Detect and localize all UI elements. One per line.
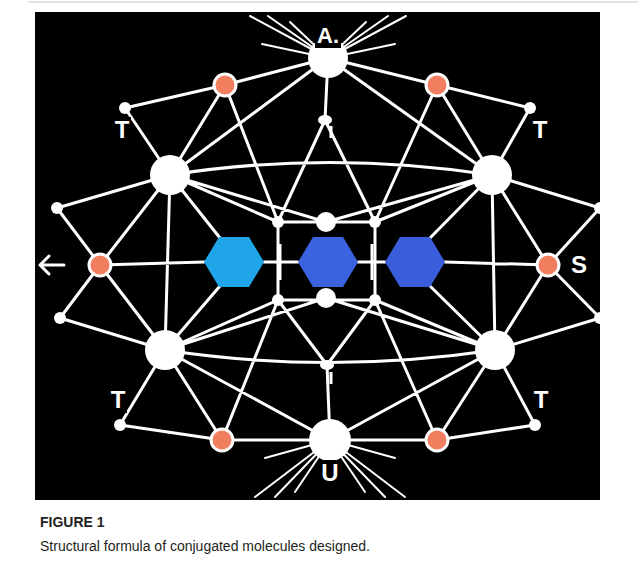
atom-label: A. <box>315 24 341 48</box>
dark-panel <box>35 12 600 500</box>
atom-small <box>369 294 381 306</box>
atom-small <box>51 202 63 214</box>
figure-caption: Structural formula of conjugated molecul… <box>40 539 370 553</box>
atom-large <box>475 330 515 370</box>
atom-small <box>594 312 606 324</box>
atom-small <box>369 216 381 228</box>
atom-small <box>320 360 334 370</box>
atom-small <box>54 312 66 324</box>
arrow-symbol <box>40 256 64 274</box>
atom-large <box>145 330 185 370</box>
atom-label: T <box>113 117 132 143</box>
atom-label: T <box>109 387 128 413</box>
atom-small <box>529 419 541 431</box>
atom-large <box>309 419 351 461</box>
atom-label: T <box>532 387 551 413</box>
atom-small <box>272 294 284 306</box>
atom-label: S <box>569 252 589 278</box>
atom-small <box>119 102 131 114</box>
atom-medium <box>316 288 336 308</box>
atom-red <box>214 74 236 96</box>
atom-small <box>524 102 536 114</box>
atom-label: T <box>531 117 550 143</box>
ring-hexagon <box>385 237 445 287</box>
ring-hexagon <box>298 237 358 287</box>
figure-number: FIGURE 1 <box>40 515 105 529</box>
frame-rule <box>28 2 638 3</box>
ring-hexagon <box>204 237 264 287</box>
atom-red <box>89 254 111 276</box>
atom-red <box>537 254 559 276</box>
atom-red <box>211 429 233 451</box>
atom-small <box>318 115 332 125</box>
bond-ticks <box>280 126 372 384</box>
atom-red <box>426 74 448 96</box>
atom-small <box>114 419 126 431</box>
atom-large <box>472 155 512 195</box>
atom-large <box>150 155 190 195</box>
atom-medium <box>316 212 336 232</box>
atom-red <box>426 429 448 451</box>
atom-small <box>272 216 284 228</box>
atom-label: U <box>319 460 340 486</box>
bond-lines <box>57 58 600 440</box>
atom-small <box>594 202 606 214</box>
